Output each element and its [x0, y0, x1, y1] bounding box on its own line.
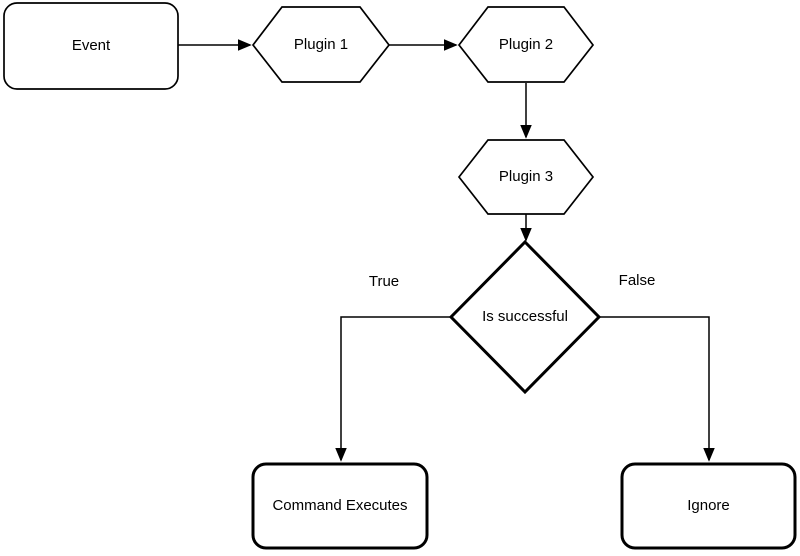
plugin1-node-shape [251, 6, 391, 83]
plugin3-node-shape [457, 139, 595, 215]
event-node-shape [3, 2, 179, 90]
connector-decision-false-to-ignore [599, 316, 709, 460]
plugin2-node-shape [457, 6, 595, 83]
ignore-node-shape [620, 462, 797, 550]
command-executes-node-shape [251, 462, 429, 550]
decision-node-shape [448, 239, 602, 395]
connector-decision-true-to-command [341, 316, 451, 460]
